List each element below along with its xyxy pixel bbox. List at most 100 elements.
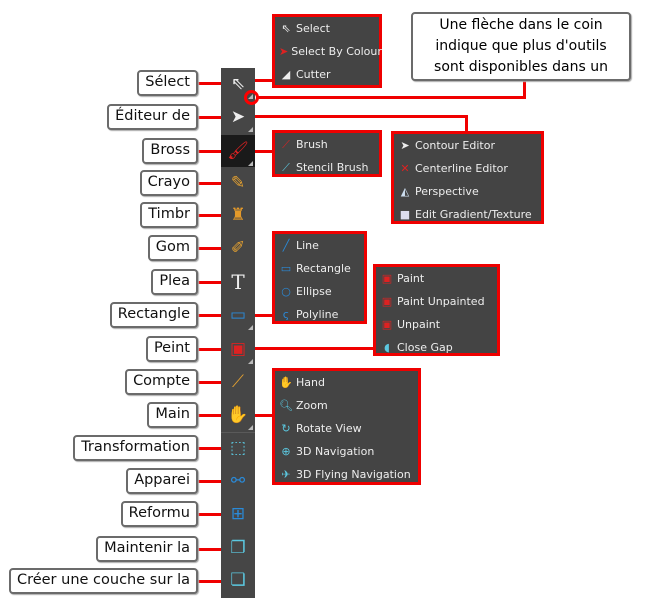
label-select: Sélect bbox=[137, 70, 198, 96]
brush-icon: ⟋ bbox=[282, 137, 290, 151]
menu-item-unpaint[interactable]: ▣ Unpaint bbox=[376, 313, 497, 336]
item-label: Unpaint bbox=[397, 318, 441, 331]
text-tool[interactable]: T bbox=[221, 266, 255, 298]
item-label: Select By Colour bbox=[291, 45, 382, 58]
layer-add-icon: ❏ bbox=[230, 570, 246, 590]
item-label: Perspective bbox=[415, 185, 479, 198]
rectangle-icon: ▭ bbox=[280, 262, 292, 275]
item-label: Zoom bbox=[296, 399, 328, 412]
callout-note: Une flèche dans le coin indique que plus… bbox=[411, 12, 631, 81]
menu-item-paint-unpainted[interactable]: ▣Paint Unpainted bbox=[376, 290, 497, 313]
ellipse-icon: ○ bbox=[281, 285, 291, 298]
dropper-tool[interactable]: ⟋ bbox=[221, 366, 255, 398]
label-dropper: Compte bbox=[125, 369, 198, 395]
label-eraser: Gom bbox=[147, 235, 198, 261]
menu-item-paint[interactable]: ▣ Paint bbox=[376, 267, 497, 290]
rectangle-tool[interactable]: ▭ bbox=[221, 299, 255, 331]
reshape-icon: ⊞ bbox=[230, 504, 246, 524]
item-label: Contour Editor bbox=[415, 139, 495, 152]
paint-bucket-icon: ▣ bbox=[229, 339, 247, 359]
hand-icon: ✋ bbox=[227, 405, 249, 425]
stamp-tool[interactable]: ♜ bbox=[221, 199, 255, 231]
gradient-icon: ■ bbox=[399, 208, 411, 221]
select-popup: ⇖Select ➤Select By Colour ◢ Cutter bbox=[272, 14, 382, 88]
rigging-tool[interactable]: ⚯ bbox=[221, 465, 255, 497]
label-rigging: Apparei bbox=[126, 468, 198, 494]
menu-item-ellipse[interactable]: ○ Ellipse bbox=[275, 280, 364, 303]
line-icon: ╱ bbox=[282, 239, 290, 252]
rigging-icon: ⚯ bbox=[230, 471, 246, 491]
unpaint-icon: ▣ bbox=[381, 318, 393, 331]
eraser-icon: ✐ bbox=[230, 238, 246, 258]
hand-tool[interactable]: ✋ bbox=[221, 399, 255, 431]
brush-popup: ⟋Brush ⟋Stencil Brush bbox=[272, 130, 382, 177]
item-label: Centerline Editor bbox=[415, 162, 508, 175]
menu-item-line[interactable]: ╱ Line bbox=[275, 234, 364, 257]
menu-item-rotate-view[interactable]: ↻Rotate View bbox=[275, 417, 418, 440]
menu-item-contour-editor[interactable]: ➤ Contour Editor bbox=[394, 134, 541, 157]
arrow-red-icon: ➤ bbox=[279, 45, 289, 58]
menu-item-centerline-editor[interactable]: ✕ Centerline Editor bbox=[394, 157, 541, 180]
centerline-icon: ✕ bbox=[400, 162, 410, 175]
menu-item-polyline[interactable]: ς Polyline bbox=[275, 303, 364, 326]
item-label: 3D Flying Navigation bbox=[296, 468, 411, 481]
menu-item-perspective[interactable]: ◭ Perspective bbox=[394, 180, 541, 203]
menu-item-3d-flying-navigation[interactable]: ✈ 3D Flying Navigation bbox=[275, 463, 418, 486]
callout-line: Une flèche dans le coin bbox=[439, 17, 603, 33]
arrow-icon: ➤ bbox=[400, 139, 410, 152]
item-label: Paint Unpainted bbox=[397, 295, 485, 308]
corner-arrow-highlight bbox=[244, 90, 259, 105]
menu-item-select[interactable]: ⇖Select bbox=[275, 17, 379, 40]
paint-bucket-icon: ▣ bbox=[381, 272, 393, 285]
transform-icon: ⬚ bbox=[229, 438, 247, 458]
cutter-icon: ◢ bbox=[281, 68, 291, 81]
arrow-outline-icon: ⇖ bbox=[281, 22, 291, 35]
dropper-icon: ⟋ bbox=[232, 372, 244, 392]
menu-item-select-by-colour[interactable]: ➤Select By Colour bbox=[275, 40, 382, 63]
create-layer-tool[interactable]: ❏ bbox=[221, 564, 255, 596]
label-stamp: Timbr bbox=[140, 202, 198, 228]
menu-item-close-gap[interactable]: ◖ Close Gap bbox=[376, 336, 497, 359]
item-label: Cutter bbox=[296, 68, 331, 81]
transform-tool[interactable]: ⬚ bbox=[221, 432, 255, 464]
menu-item-rectangle[interactable]: ▭Rectangle bbox=[275, 257, 364, 280]
close-gap-icon: ◖ bbox=[384, 341, 390, 354]
callout-line: indique que plus d'outils bbox=[435, 38, 607, 54]
item-label: Ellipse bbox=[296, 285, 332, 298]
callout-line: sont disponibles dans un bbox=[434, 59, 608, 75]
menu-item-3d-navigation[interactable]: ⊕3D Navigation bbox=[275, 440, 418, 463]
menu-item-brush[interactable]: ⟋Brush bbox=[275, 133, 379, 156]
magnifier-icon: 🔍︎ bbox=[279, 399, 293, 412]
label-contour-editor: Éditeur de bbox=[107, 104, 198, 130]
perspective-icon: ◭ bbox=[400, 185, 410, 198]
eraser-tool[interactable]: ✐ bbox=[221, 232, 255, 264]
paint-tool[interactable]: ▣ bbox=[221, 333, 255, 365]
tools-toolbar: ⇖ ➤ 🖌 ✎ ♜ ✐ T ▭ ▣ ⟋ ✋ ⬚ ⚯ ⊞ ❐ ❏ bbox=[221, 68, 255, 598]
item-label: Close Gap bbox=[397, 341, 453, 354]
paint-popup: ▣ Paint ▣Paint Unpainted ▣ Unpaint ◖ Close … bbox=[373, 264, 500, 356]
item-label: Polyline bbox=[296, 308, 339, 321]
item-label: Line bbox=[296, 239, 319, 252]
contour-editor-tool[interactable]: ➤ bbox=[221, 101, 255, 133]
menu-item-stencil-brush[interactable]: ⟋Stencil Brush bbox=[275, 156, 379, 179]
item-label: Paint bbox=[397, 272, 425, 285]
satellite-icon: ✈ bbox=[281, 468, 291, 481]
polyline-icon: ς bbox=[282, 308, 290, 321]
menu-item-hand[interactable]: ✋Hand bbox=[275, 371, 418, 394]
hand-icon: ✋ bbox=[279, 376, 293, 389]
stamp-icon: ♜ bbox=[230, 205, 246, 225]
reshape-tool[interactable]: ⊞ bbox=[221, 498, 255, 530]
maintain-tool[interactable]: ❐ bbox=[221, 532, 255, 564]
menu-item-zoom[interactable]: 🔍︎Zoom bbox=[275, 394, 418, 417]
menu-item-edit-gradient[interactable]: ■Edit Gradient/Texture bbox=[394, 203, 541, 226]
label-brush: Bross bbox=[142, 138, 198, 164]
label-maintain: Maintenir la bbox=[96, 536, 198, 562]
text-icon: T bbox=[231, 270, 245, 294]
label-hand: Main bbox=[147, 402, 198, 428]
label-transform: Transformation bbox=[73, 435, 198, 461]
brush-tool[interactable]: 🖌 bbox=[221, 135, 255, 167]
brush-icon: 🖌 bbox=[227, 141, 249, 161]
menu-item-cutter[interactable]: ◢ Cutter bbox=[275, 63, 379, 86]
pencil-tool[interactable]: ✎ bbox=[221, 167, 255, 199]
pencil-icon: ✎ bbox=[230, 173, 246, 193]
